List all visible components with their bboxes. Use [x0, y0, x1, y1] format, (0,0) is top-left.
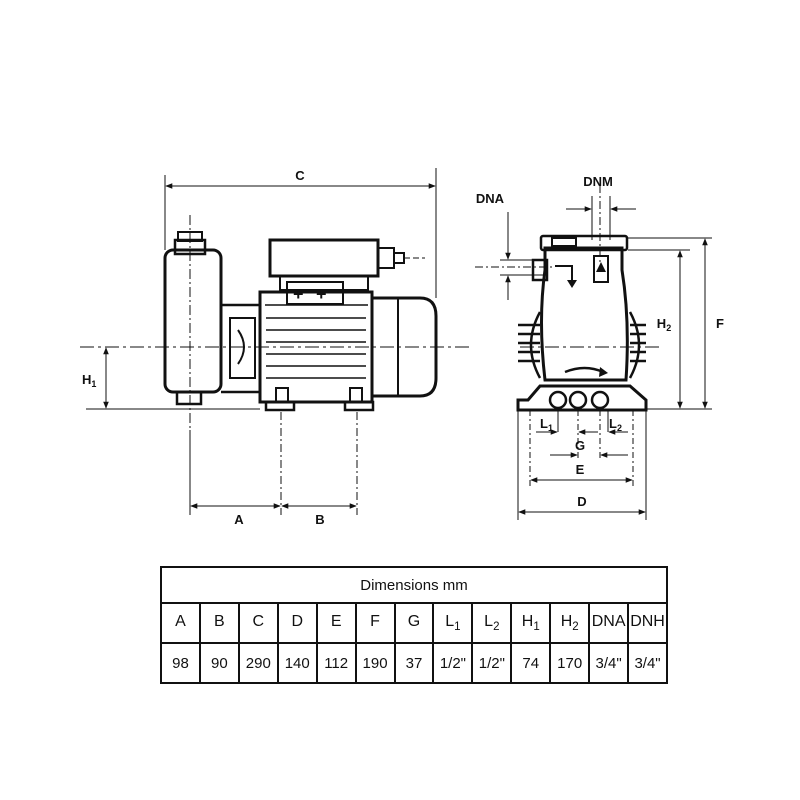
table-cell: 90 — [198, 642, 240, 684]
table-cell: 170 — [549, 642, 591, 684]
dim-label-a: A — [234, 512, 244, 527]
pump-technical-drawing: + + A B C H1 — [80, 168, 724, 527]
svg-text:+: + — [316, 284, 327, 304]
dim-label-b: B — [315, 512, 324, 527]
table-caption: Dimensions mm — [160, 566, 668, 604]
dimensions-table: Dimensions mm A B C D E F G L1 L2 H1 H2 … — [160, 566, 668, 684]
col-header-h1: H1 — [510, 602, 552, 644]
dim-label-l1: L1 — [540, 416, 553, 433]
dim-label-h1: H1 — [82, 372, 96, 389]
table-cell: 112 — [315, 642, 357, 684]
table-cell: 1/2" — [432, 642, 474, 684]
table-header-row: A B C D E F G L1 L2 H1 H2 DNA DNH — [160, 602, 668, 644]
front-view: DNM DNA H2 F L1 L2 — [475, 174, 724, 520]
dim-label-dna: DNA — [476, 191, 505, 206]
col-header-d: D — [276, 602, 318, 644]
dim-label-g: G — [575, 438, 585, 453]
table-values-row: 98 90 290 140 112 190 37 1/2" 1/2" 74 17… — [160, 642, 668, 684]
pump-casing — [540, 246, 629, 382]
table-cell: 37 — [393, 642, 435, 684]
dim-label-dnm: DNM — [583, 174, 613, 189]
dim-label-h2: H2 — [657, 316, 671, 333]
col-header-b: B — [198, 602, 240, 644]
dim-label-c: C — [295, 168, 305, 183]
col-header-c: C — [237, 602, 279, 644]
dim-label-l2: L2 — [609, 416, 622, 433]
col-header-a: A — [160, 602, 201, 644]
col-header-g: G — [393, 602, 435, 644]
table-cell: 1/2" — [471, 642, 513, 684]
col-header-h2: H2 — [549, 602, 591, 644]
dim-label-e: E — [576, 462, 585, 477]
terminal-box — [268, 238, 380, 278]
dim-label-d: D — [577, 494, 586, 509]
table-cell: 74 — [510, 642, 552, 684]
col-header-dna: DNA — [588, 602, 630, 644]
col-header-l1: L1 — [432, 602, 474, 644]
table-cell: 290 — [237, 642, 279, 684]
table-cell: 3/4" — [588, 642, 630, 684]
svg-text:+: + — [293, 284, 304, 304]
table-cell: 140 — [276, 642, 318, 684]
col-header-f: F — [354, 602, 396, 644]
side-view: + + A B C H1 — [80, 168, 660, 527]
col-header-l2: L2 — [471, 602, 513, 644]
table-cell: 190 — [354, 642, 396, 684]
dim-label-f: F — [716, 316, 724, 331]
table-cell: 3/4" — [627, 642, 668, 684]
col-header-dnh: DNH — [627, 602, 668, 644]
pump-head — [163, 248, 223, 394]
table-cell: 98 — [160, 642, 201, 684]
col-header-e: E — [315, 602, 357, 644]
motor-body — [258, 290, 374, 404]
